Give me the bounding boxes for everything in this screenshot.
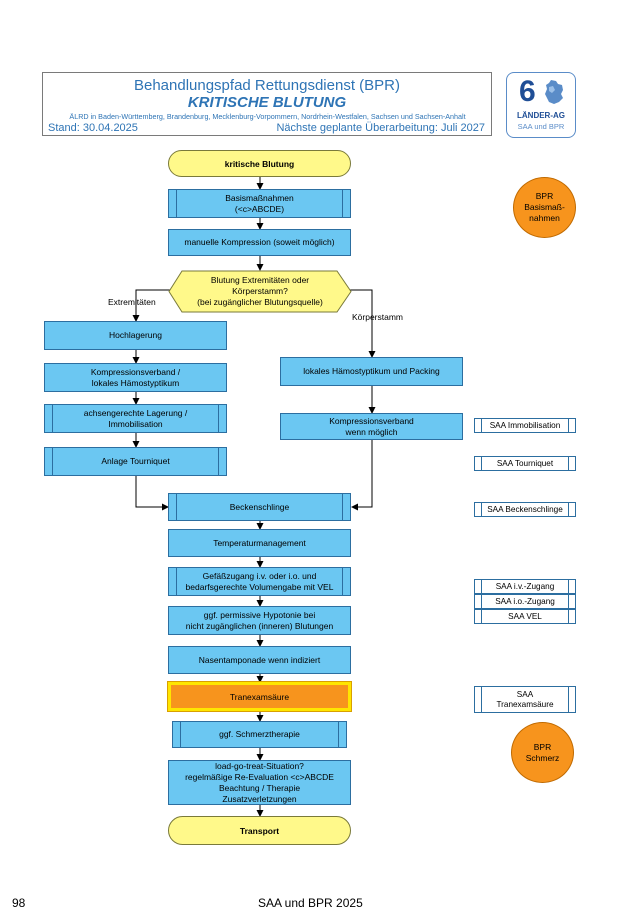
basismassnahmen-box: Basismaßnahmen (<c>ABCDE) (168, 189, 351, 218)
logo-line2: SAA und BPR (517, 122, 565, 131)
saa-tranexamsaeure-ref[interactable]: SAA Tranexamsäure (474, 686, 576, 713)
gefaesszugang-box: Gefäßzugang i.v. oder i.o. und bedarfsge… (168, 567, 351, 596)
hochlagerung-box: Hochlagerung (44, 321, 227, 350)
branch-label-extremitaeten: Extremitäten (108, 297, 156, 307)
bpr-basismassnahmen-circle[interactable]: BPR Basismaß- nahmen (513, 177, 576, 238)
header-box: Behandlungspfad Rettungsdienst (BPR) KRI… (42, 72, 492, 136)
saa-tourniquet-ref[interactable]: SAA Tourniquet (474, 456, 576, 471)
saa-beckenschlinge-ref[interactable]: SAA Beckenschlinge (474, 502, 576, 517)
page-number: 98 (12, 896, 26, 910)
nasentamponade-box: Nasentamponade wenn indiziert (168, 646, 351, 674)
manuelle-kompression-box: manuelle Kompression (soweit möglich) (168, 229, 351, 256)
saa-vel-ref[interactable]: SAA VEL (474, 609, 576, 624)
laender-ag-logo: 6 LÄNDER-AG SAA und BPR (506, 72, 576, 138)
start-terminal: kritische Blutung (168, 150, 351, 177)
logo-number: 6 (519, 75, 536, 108)
saa-iv-zugang-ref[interactable]: SAA i.v.-Zugang (474, 579, 576, 594)
header-stand: Stand: 30.04.2025 (48, 122, 138, 134)
bpr-schmerz-circle[interactable]: BPR Schmerz (511, 722, 574, 783)
lagerung-box: achsengerechte Lagerung / Immobilisation (44, 404, 227, 433)
beckenschlinge-box: Beckenschlinge (168, 493, 351, 521)
tourniquet-box: Anlage Tourniquet (44, 447, 227, 476)
temperaturmanagement-box: Temperaturmanagement (168, 529, 351, 557)
kompressionsverband-right-box: Kompressionsverband wenn möglich (280, 413, 463, 440)
header-subtitle: KRITISCHE BLUTUNG (187, 94, 347, 111)
saa-immobilisation-ref[interactable]: SAA Immobilisation (474, 418, 576, 433)
header-authors: ÄLRD in Baden-Württemberg, Brandenburg, … (69, 112, 466, 121)
saa-io-zugang-ref[interactable]: SAA i.o.-Zugang (474, 594, 576, 609)
decision-text: Blutung Extremitäten oder Körperstamm? (… (197, 275, 323, 307)
permissive-hypotonie-box: ggf. permissive Hypotonie bei nicht zugä… (168, 606, 351, 635)
schmerztherapie-box: ggf. Schmerztherapie (172, 721, 347, 748)
header-title: Behandlungspfad Rettungsdienst (BPR) (133, 77, 400, 94)
reevaluation-box: load-go-treat-Situation? regelmäßige Re-… (168, 760, 351, 805)
kompressionsverband-left-box: Kompressionsverband / lokales Hämostypti… (44, 363, 227, 392)
logo-line1: LÄNDER-AG (517, 111, 565, 120)
decision-hexagon (168, 270, 352, 313)
tranexamsaeure-box: Tranexamsäure (167, 681, 352, 712)
header-next-revision: Nächste geplante Überarbeitung: Juli 202… (276, 122, 485, 134)
footer-publication: SAA und BPR 2025 (258, 896, 363, 910)
transport-terminal: Transport (168, 816, 351, 845)
germany-map-icon (545, 80, 563, 104)
haemostyptikum-packing-box: lokales Hämostyptikum und Packing (280, 357, 463, 386)
branch-label-koerperstamm: Körperstamm (352, 312, 404, 322)
